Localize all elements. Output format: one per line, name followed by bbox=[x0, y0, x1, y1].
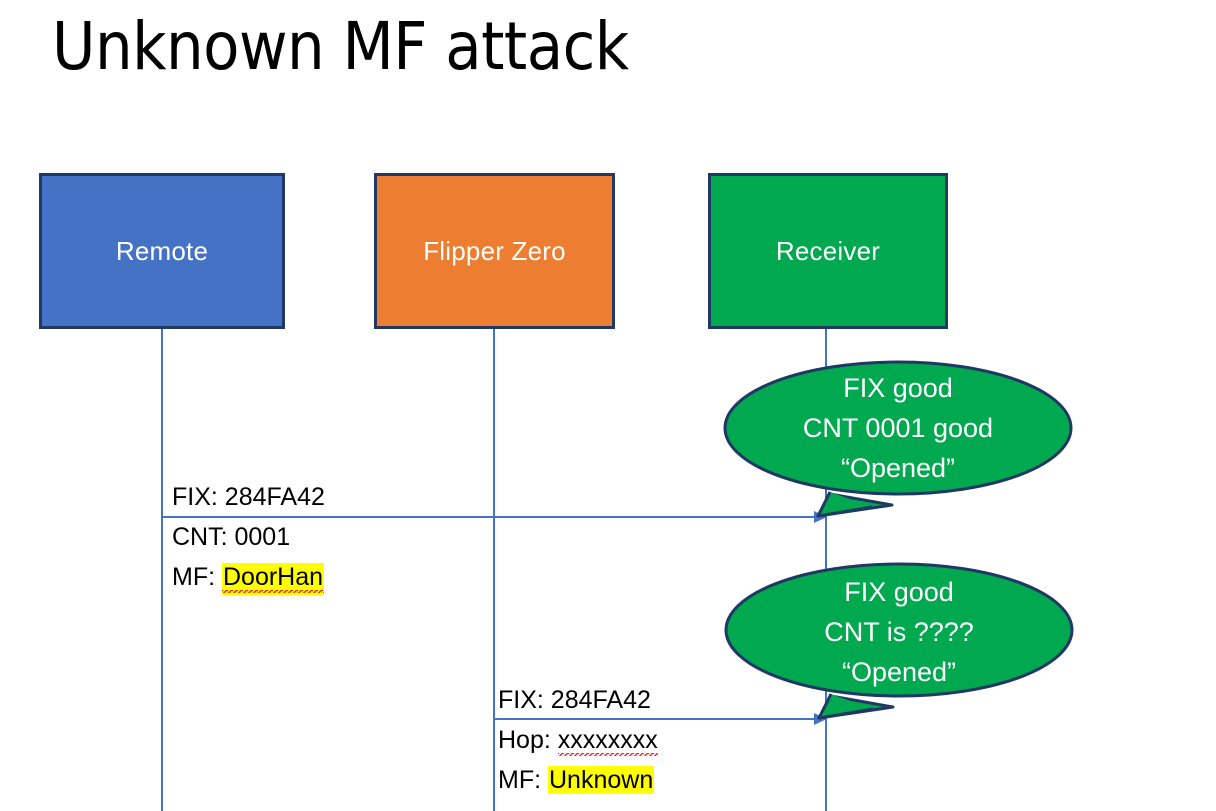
message-line-fix-2-value: 284FA42 bbox=[550, 686, 651, 714]
actor-box-remote[interactable]: Remote bbox=[39, 173, 285, 329]
message-line-mf: MF: DoorHan bbox=[172, 557, 325, 597]
message-line-fix-2-prefix: FIX: bbox=[498, 686, 551, 714]
lifeline-flipper bbox=[493, 329, 495, 811]
message-line-mf-2-prefix: MF: bbox=[498, 766, 548, 794]
message-line-mf-value-highlighted: DoorHan bbox=[222, 563, 325, 595]
actor-box-flipper[interactable]: Flipper Zero bbox=[374, 173, 615, 329]
message-line-hop-value: xxxxxxxx bbox=[557, 726, 658, 758]
message-line-hop: Hop: xxxxxxxx bbox=[498, 720, 658, 760]
page-title: Unknown MF attack bbox=[52, 8, 629, 85]
message-line-hop-prefix: Hop: bbox=[498, 726, 558, 754]
message-label-flipper: FIX: 284FA42 Hop: xxxxxxxx MF: Unknown bbox=[498, 680, 658, 800]
speech-bubble-receiver-2[interactable]: FIX good CNT is ???? “Opened” bbox=[723, 560, 1075, 725]
speech-bubble-receiver-1[interactable]: FIX good CNT 0001 good “Opened” bbox=[722, 358, 1074, 523]
message-line-fix: FIX: 284FA42 bbox=[172, 477, 325, 517]
message-line-mf-2-value-highlighted: Unknown bbox=[548, 766, 655, 794]
message-line-fix-value: 284FA42 bbox=[224, 483, 325, 511]
actor-label-receiver: Receiver bbox=[775, 235, 881, 266]
actor-box-receiver[interactable]: Receiver bbox=[708, 173, 948, 329]
actor-label-remote: Remote bbox=[115, 235, 209, 266]
message-line-mf-prefix: MF: bbox=[172, 563, 222, 591]
actor-label-flipper: Flipper Zero bbox=[423, 235, 566, 266]
message-line-fix-2: FIX: 284FA42 bbox=[498, 680, 658, 720]
message-label-remote: FIX: 284FA42 CNT: 0001 MF: DoorHan bbox=[172, 477, 325, 597]
message-line-cnt-value: 0001 bbox=[234, 523, 291, 551]
lifeline-remote bbox=[161, 329, 163, 811]
message-line-fix-prefix: FIX: bbox=[172, 483, 225, 511]
message-line-cnt-prefix: CNT: bbox=[172, 523, 235, 551]
message-line-cnt: CNT: 0001 bbox=[172, 517, 325, 557]
message-line-mf-2: MF: Unknown bbox=[498, 760, 658, 800]
